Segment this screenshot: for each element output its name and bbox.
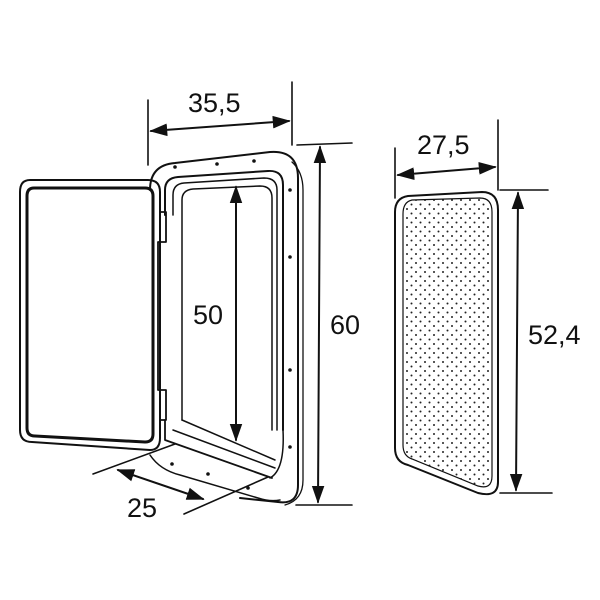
label-depth: 25 bbox=[127, 493, 157, 523]
dim-panel-height: 52,4 bbox=[499, 189, 581, 494]
open-door bbox=[19, 179, 161, 451]
dim-frame-height: 60 bbox=[295, 142, 360, 506]
dim-depth: 25 bbox=[92, 443, 269, 523]
screw-holes bbox=[170, 159, 292, 490]
hinge bbox=[157, 211, 167, 421]
label-panel-height: 52,4 bbox=[528, 320, 581, 350]
dim-frame-width: 35,5 bbox=[147, 81, 293, 166]
dim-opening-height: 50 bbox=[193, 185, 243, 442]
hatch-frame bbox=[149, 150, 304, 506]
cover-panel bbox=[394, 191, 499, 496]
label-frame-height: 60 bbox=[330, 310, 360, 340]
label-opening-height: 50 bbox=[193, 300, 223, 330]
dim-panel-width: 27,5 bbox=[394, 119, 499, 199]
label-frame-width: 35,5 bbox=[188, 88, 241, 118]
label-panel-width: 27,5 bbox=[417, 130, 470, 160]
